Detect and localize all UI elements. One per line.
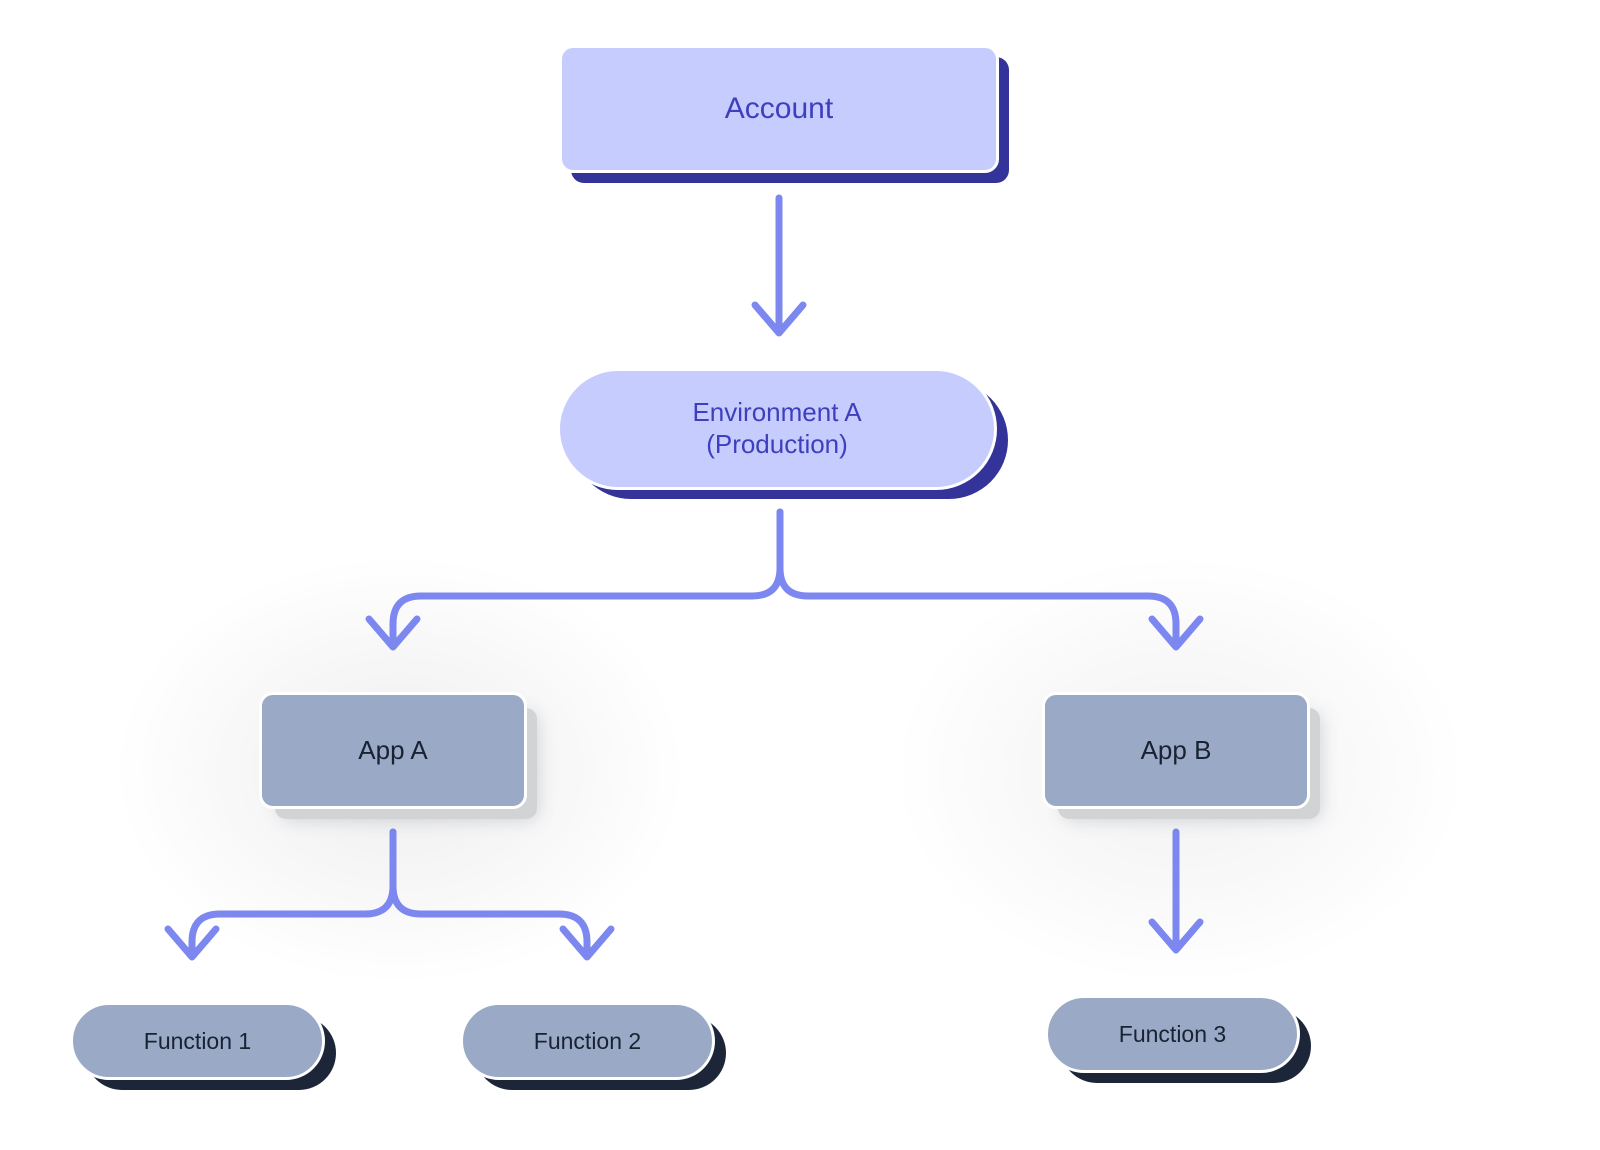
edge-app-b-to-function-3 [1148,828,1204,954]
node-function-1[interactable]: Function 1 [70,1002,325,1080]
node-app-b[interactable]: App B [1042,692,1310,809]
edge-environment-a-to-app-a [365,508,784,651]
node-function-2[interactable]: Function 2 [460,1002,715,1080]
edge-account-to-environment-a [751,194,807,337]
edge-app-a-to-function-2 [389,828,615,961]
node-environment-a[interactable]: Environment A (Production) [557,368,997,490]
node-function-3[interactable]: Function 3 [1045,995,1300,1073]
node-app-a[interactable]: App A [259,692,527,809]
edge-app-a-to-function-1 [164,828,397,961]
node-account[interactable]: Account [559,45,999,173]
edge-environment-a-to-app-b [776,508,1204,651]
